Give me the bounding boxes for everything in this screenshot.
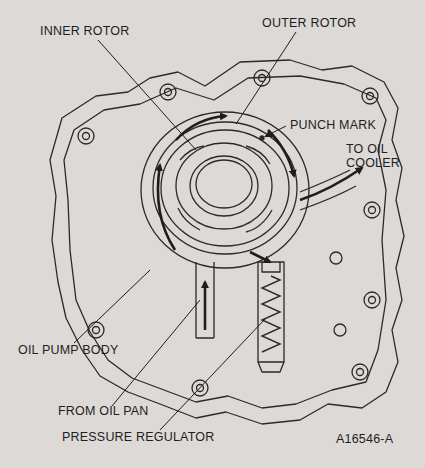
part-label: OUTER ROTOR: [262, 16, 356, 30]
pump-body-outline: [50, 60, 404, 424]
flow-label: FROM OIL PAN: [58, 404, 149, 418]
inner-rotor: [176, 143, 272, 229]
pump-body-flange: [64, 76, 386, 408]
leader-lines: [74, 32, 296, 430]
outer-rotor: [153, 122, 297, 254]
flow-label: TO OIL COOLER: [346, 142, 398, 170]
pressure-regulator: [258, 262, 284, 362]
oil-flow-arrows: [158, 116, 362, 330]
part-label: INNER ROTOR: [40, 24, 129, 38]
figure-number: A16546-A: [336, 432, 393, 446]
pump-cavity: [141, 112, 309, 268]
part-label: OIL PUMP BODY: [18, 343, 119, 357]
punch-mark: [260, 136, 264, 140]
regulator-spring: [262, 276, 280, 352]
part-label: PUNCH MARK: [290, 118, 376, 132]
part-label: PRESSURE REGULATOR: [62, 430, 214, 444]
